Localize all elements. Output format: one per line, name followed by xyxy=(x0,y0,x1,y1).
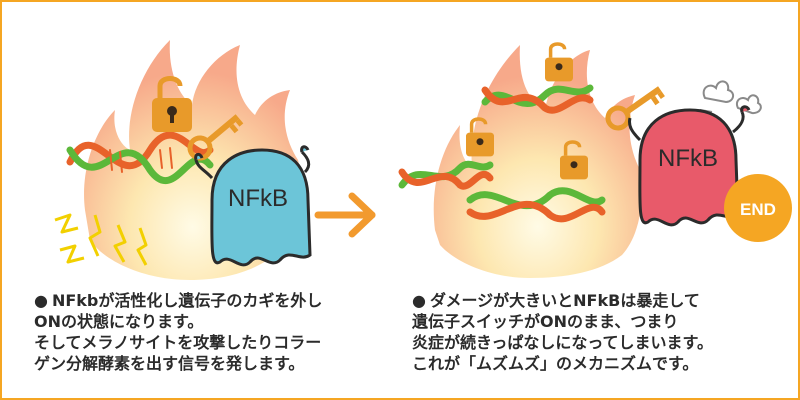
left-caption-line: ONの状態になります。 xyxy=(34,312,204,331)
end-badge-label: END xyxy=(740,200,776,219)
end-badge: END xyxy=(724,174,792,242)
left-dna xyxy=(66,131,214,184)
right-caption-line: 炎症が続きっぱなしになってしまいます。 xyxy=(412,333,713,352)
right-dna xyxy=(398,84,606,223)
right-caption-line: ●ダメージが大きいとNFkBは暴走して xyxy=(412,290,713,311)
right-caption-line: これが「ムズムズ」のメカニズムです。 xyxy=(412,354,699,373)
right-unlocked-padlock-icon xyxy=(560,140,588,180)
left-unlocked-padlock-icon xyxy=(152,76,192,132)
left-nfkb-creature: NFkB xyxy=(194,145,312,267)
spark-icon xyxy=(54,213,79,234)
left-dna-rungs xyxy=(109,147,173,173)
right-unlocked-padlock-icon xyxy=(545,42,573,82)
left-dna-strand-green xyxy=(66,146,214,184)
left-caption-line: そしてメラノサイトを攻撃したりコラー xyxy=(34,333,322,352)
right-dna-low-green xyxy=(466,187,606,210)
right-caption: ●ダメージが大きいとNFkBは暴走して 遺伝子スイッチがONのまま、つまり 炎症… xyxy=(412,290,713,374)
bullet-icon: ● xyxy=(412,291,426,310)
left-caption-line: ゲン分解酵素を出す信号を発します。 xyxy=(34,354,305,373)
left-caption-line: ●NFkbが活性化し遺伝子のカギを外し xyxy=(34,290,322,311)
left-sparks xyxy=(54,213,148,266)
right-arrow-icon xyxy=(314,192,376,238)
left-creature-label: NFkB xyxy=(228,185,288,212)
right-dna-low-orange xyxy=(466,200,606,223)
right-caption-line: 遺伝子スイッチがONのまま、つまり xyxy=(412,312,679,331)
left-dna-strand-orange xyxy=(66,131,214,169)
right-dna-top-orange xyxy=(481,86,594,114)
caption-text: NFkbが活性化し遺伝子のカギを外し xyxy=(51,291,323,310)
right-dna-top-green xyxy=(481,84,594,108)
spark-icon xyxy=(136,227,148,266)
spark-icon xyxy=(59,244,85,264)
right-dna-mid-orange xyxy=(398,168,494,190)
right-scene: NFkB END xyxy=(398,42,792,278)
right-nfkb-creature: NFkB xyxy=(628,105,751,227)
left-scene: NFkB xyxy=(54,40,312,280)
right-dna-mid-green xyxy=(398,160,494,189)
left-caption: ●NFkbが活性化し遺伝子のカギを外し ONの状態になります。 そしてメラノサイ… xyxy=(34,290,322,374)
bullet-icon: ● xyxy=(34,291,48,310)
right-key-icon xyxy=(605,86,665,131)
right-creature-label: NFkB xyxy=(658,145,718,172)
steam-icon xyxy=(699,80,762,115)
spark-icon xyxy=(113,224,127,263)
left-key-icon xyxy=(187,114,244,161)
caption-text: ダメージが大きいとNFkBは暴走して xyxy=(429,291,700,310)
spark-icon xyxy=(88,214,102,257)
right-unlocked-padlock-icon xyxy=(466,117,494,157)
